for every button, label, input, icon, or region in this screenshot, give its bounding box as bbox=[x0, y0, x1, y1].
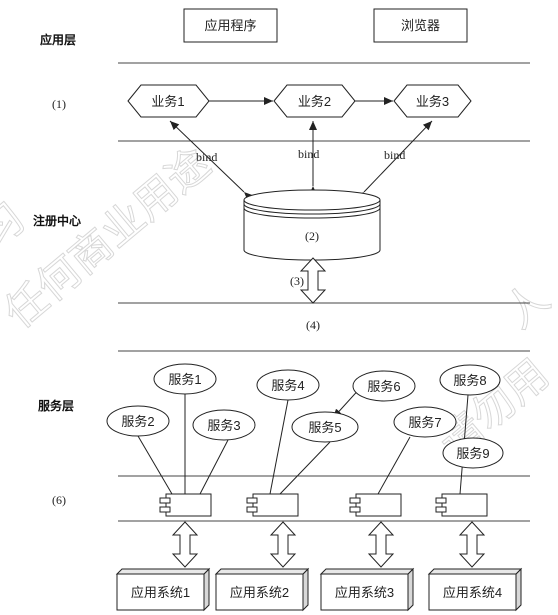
service-2-label: 服务2 bbox=[121, 414, 154, 429]
service-8-label: 服务8 bbox=[453, 373, 486, 388]
bind-label-1: bind bbox=[196, 150, 217, 164]
label-app-layer: 应用层 bbox=[40, 32, 76, 47]
bind-arrow-1 bbox=[169, 120, 254, 202]
service-7: 服务7 bbox=[393, 406, 457, 438]
app-system-1: 应用系统1 bbox=[115, 567, 211, 612]
bind-arrow-3 bbox=[354, 120, 433, 202]
service-3: 服务3 bbox=[192, 409, 256, 441]
marker-6: (6) bbox=[52, 493, 66, 507]
app-system-4-label: 应用系统4 bbox=[443, 585, 502, 600]
marker-3: (3) bbox=[290, 274, 304, 288]
service-1-label: 服务1 bbox=[168, 372, 201, 387]
marker-2: (2) bbox=[305, 229, 319, 243]
app-system-2: 应用系统2 bbox=[214, 567, 310, 612]
registry-cylinder: (2) bbox=[243, 189, 381, 261]
business-3-label: 业务3 bbox=[416, 94, 449, 109]
service-4-label: 服务4 bbox=[271, 378, 304, 393]
service-5-label: 服务5 bbox=[308, 420, 341, 435]
service-6-label: 服务6 bbox=[367, 379, 400, 394]
service-9: 服务9 bbox=[442, 437, 504, 469]
service-1: 服务1 bbox=[153, 363, 217, 395]
bind-label-3: bind bbox=[384, 148, 405, 162]
service-2: 服务2 bbox=[106, 405, 170, 437]
watermark-text-3: 人 bbox=[495, 273, 558, 338]
component-1 bbox=[159, 493, 212, 517]
component-3 bbox=[349, 493, 402, 517]
marker-4: (4) bbox=[306, 318, 320, 332]
app-system-1-label: 应用系统1 bbox=[131, 585, 190, 600]
app-program-label: 应用程序 bbox=[204, 18, 256, 33]
business-2-label: 业务2 bbox=[298, 94, 331, 109]
label-registry: 注册中心 bbox=[33, 213, 81, 228]
service-7-label: 服务7 bbox=[408, 415, 441, 430]
double-arrow-3 bbox=[299, 257, 327, 304]
component-2 bbox=[246, 493, 299, 517]
service-6: 服务6 bbox=[352, 370, 416, 402]
service-8: 服务8 bbox=[439, 364, 501, 396]
business-1-label: 业务1 bbox=[151, 94, 184, 109]
service-4: 服务4 bbox=[256, 369, 320, 401]
service-5: 服务5 bbox=[291, 411, 359, 443]
app-system-3-label: 应用系统3 bbox=[335, 585, 394, 600]
watermark-text-1: 习 bbox=[0, 193, 35, 258]
label-service-layer: 服务层 bbox=[38, 398, 74, 413]
service-9-label: 服务9 bbox=[456, 446, 489, 461]
component-4 bbox=[435, 493, 488, 517]
browser-label: 浏览器 bbox=[401, 18, 440, 33]
service-links bbox=[137, 394, 469, 495]
service-3-label: 服务3 bbox=[207, 418, 240, 433]
app-system-4: 应用系统4 bbox=[427, 567, 523, 612]
bind-label-2: bind bbox=[298, 147, 319, 161]
business-1: 业务1 bbox=[127, 84, 210, 118]
browser-box: 浏览器 bbox=[373, 8, 468, 43]
business-3: 业务3 bbox=[393, 84, 472, 118]
watermark-text-2: 任何商业用途 bbox=[0, 138, 219, 338]
marker-1: (1) bbox=[52, 97, 66, 111]
app-program-box: 应用程序 bbox=[183, 8, 278, 43]
system-arrows bbox=[171, 521, 486, 568]
app-system-2-label: 应用系统2 bbox=[230, 585, 289, 600]
app-system-3: 应用系统3 bbox=[319, 567, 415, 612]
business-2: 业务2 bbox=[273, 84, 356, 118]
